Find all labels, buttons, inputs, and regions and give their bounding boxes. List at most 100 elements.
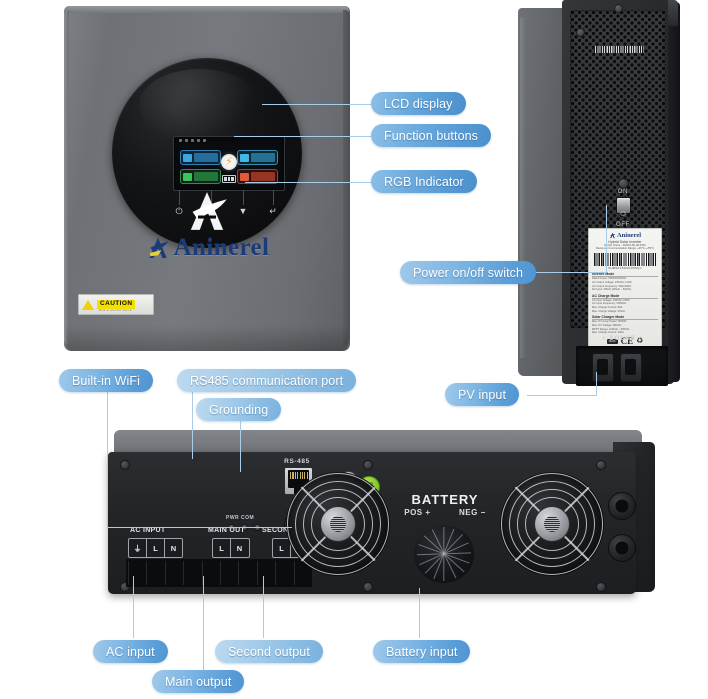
callout-built-in-wifi[interactable]: Built-in WiFi bbox=[59, 369, 153, 392]
panel-screw bbox=[363, 582, 373, 592]
callout-power-switch[interactable]: Power on/off switch bbox=[400, 261, 537, 284]
front-bottom-shadow bbox=[66, 325, 348, 351]
battery-icon bbox=[222, 175, 236, 183]
spec-title: Hybrid Solar Inverter bbox=[608, 239, 642, 244]
ac-input-live-terminal[interactable]: L bbox=[147, 539, 165, 557]
leader-power-switch-h bbox=[532, 272, 607, 273]
battery-positive-label: POS + bbox=[404, 508, 431, 517]
bottom-panel-top-edge bbox=[114, 430, 642, 456]
callout-rgb-indicator[interactable]: RGB Indicator bbox=[371, 170, 477, 193]
callout-battery-input[interactable]: Battery input bbox=[373, 640, 471, 663]
spec-row: AC Output Voltage: 230VAC ±10% bbox=[592, 280, 632, 284]
callout-pv-input[interactable]: PV input bbox=[445, 383, 520, 406]
ac-input-ground-terminal[interactable]: ⏚ bbox=[129, 539, 147, 557]
button-tick bbox=[243, 190, 244, 205]
lcd-cell-load-status bbox=[237, 169, 278, 184]
leader-pv-input-h bbox=[527, 395, 597, 396]
side-highlight bbox=[520, 18, 526, 358]
ac-input-neutral-terminal[interactable]: N bbox=[170, 543, 177, 553]
lcd-top-indicators bbox=[179, 139, 206, 142]
pv-connector-recess bbox=[576, 346, 668, 386]
lcd-cell-battery-status bbox=[180, 169, 221, 184]
spec-row: Rated Power: 5000W/6000VA bbox=[592, 277, 627, 281]
switch-on-label: ON bbox=[617, 189, 629, 195]
callout-function-buttons[interactable]: Function buttons bbox=[371, 124, 492, 147]
spec-row: Max. PV Voltage: 500Vdc bbox=[592, 323, 622, 327]
caution-subtext: Risk of electric shock bbox=[99, 308, 132, 312]
pwr-com-label: PWR COM bbox=[226, 515, 255, 521]
side-barcode-strip bbox=[594, 46, 644, 53]
battery-input-port[interactable] bbox=[414, 525, 474, 583]
caution-sticker: CAUTION Risk of electric shock bbox=[78, 294, 154, 315]
brand-logo-icon bbox=[148, 237, 168, 258]
vent-screw bbox=[614, 4, 623, 13]
main-out-neutral-terminal[interactable]: N bbox=[236, 543, 243, 553]
panel-screw bbox=[596, 582, 606, 592]
switch-symbol-icon: ⭘ bbox=[620, 211, 626, 218]
leader-wifi-h bbox=[107, 527, 292, 528]
button-tick bbox=[273, 190, 274, 205]
spec-comm-line: Maximum Communication Range: +25°C~+55°C bbox=[596, 247, 654, 251]
spec-brand-icon bbox=[610, 232, 616, 239]
callout-main-output[interactable]: Main output bbox=[152, 670, 245, 693]
pv-connector-negative[interactable] bbox=[620, 353, 642, 382]
cable-gland-lower[interactable] bbox=[608, 534, 636, 562]
spec-section-heading: AC Charge Mode bbox=[592, 294, 658, 299]
main-out-live-terminal[interactable]: L bbox=[213, 539, 231, 557]
battery-polarity-labels: POS + NEG − bbox=[390, 508, 500, 517]
spec-row: Max. Charge Current: 100A bbox=[592, 331, 624, 335]
side-handle bbox=[668, 0, 678, 26]
leader-ac-input-v bbox=[133, 576, 134, 638]
battery-title: BATTERY bbox=[411, 492, 479, 507]
power-switch-assembly[interactable]: ON ⭘ OFF bbox=[606, 178, 640, 234]
spec-row: Max. Charge Voltage: 60Vdc bbox=[592, 309, 626, 313]
cable-gland-upper[interactable] bbox=[608, 492, 636, 520]
callout-rs485-port[interactable]: RS485 communication port bbox=[177, 369, 357, 392]
spec-row: Max. Charge Current: 80A bbox=[592, 306, 623, 310]
leader-wifi-v bbox=[107, 392, 108, 527]
side-view-inverter: ON ⭘ OFF Aninerel Hybrid Solar Inverter … bbox=[518, 0, 704, 392]
spec-brand-lockup: Aninerel bbox=[592, 232, 658, 239]
callout-ac-input[interactable]: AC input bbox=[93, 640, 168, 663]
spec-brand-name: Aninerel bbox=[616, 232, 642, 239]
ac-input-terminal-block[interactable]: ⏚ L N bbox=[128, 538, 183, 558]
bottom-view-inverter: RS-485 ✚ ⏚ ANTI STATIC WiFi PWR COM BAT … bbox=[108, 430, 655, 615]
fan-hub bbox=[320, 506, 356, 542]
front-view-inverter: ⚡ ⏻ ▲ ▼ ↵ bbox=[64, 6, 350, 351]
power-rocker-switch[interactable] bbox=[616, 197, 631, 214]
spec-section-heading: Inverter Mode bbox=[592, 272, 658, 278]
battery-negative-label: NEG − bbox=[459, 508, 486, 517]
front-black-faceplate: ⚡ ⏻ ▲ ▼ ↵ bbox=[112, 58, 302, 248]
lightning-bolt-icon: ⚡ bbox=[221, 154, 237, 170]
certification-marks: RoHS CE ♻ bbox=[592, 336, 658, 346]
enter-button[interactable]: ↵ bbox=[269, 206, 277, 216]
second-out-live-terminal[interactable]: L bbox=[273, 539, 291, 557]
leader-main-output-v bbox=[203, 576, 204, 670]
switch-off-label: OFF bbox=[615, 222, 631, 228]
spec-row: AC Output Frequency: 50Hz/60Hz bbox=[592, 284, 632, 288]
pv-connector-positive[interactable] bbox=[592, 353, 614, 382]
main-output-terminal-block[interactable]: L N bbox=[212, 538, 250, 558]
switch-screw bbox=[618, 178, 629, 189]
lcd-cell-grid-status bbox=[237, 150, 278, 165]
leader-power-switch-v bbox=[606, 205, 607, 273]
button-tick bbox=[179, 190, 180, 205]
front-right-edge bbox=[343, 10, 350, 345]
fan-hub bbox=[534, 506, 570, 542]
callout-second-output[interactable]: Second output bbox=[215, 640, 323, 663]
power-button[interactable]: ⏻ bbox=[175, 206, 183, 216]
spec-row: MPPT Range: 120Vdc ~ 450Vdc bbox=[592, 327, 630, 331]
spec-barcode bbox=[594, 252, 656, 266]
brand-lockup: Aninerel bbox=[64, 234, 350, 262]
leader-second-output-v bbox=[263, 576, 264, 638]
leader-rs485-v bbox=[192, 392, 193, 459]
down-button[interactable]: ▼ bbox=[238, 206, 248, 216]
callout-lcd-display[interactable]: LCD display bbox=[371, 92, 466, 115]
weee-mark: ♻ bbox=[636, 336, 644, 346]
spec-row: Max. PV Array Power: 6000W bbox=[592, 320, 627, 324]
leader-pv-input-v bbox=[596, 372, 597, 396]
callout-grounding[interactable]: Grounding bbox=[196, 398, 282, 421]
leader-battery-input-v bbox=[419, 588, 420, 638]
faceplate-logo-icon bbox=[190, 192, 227, 230]
